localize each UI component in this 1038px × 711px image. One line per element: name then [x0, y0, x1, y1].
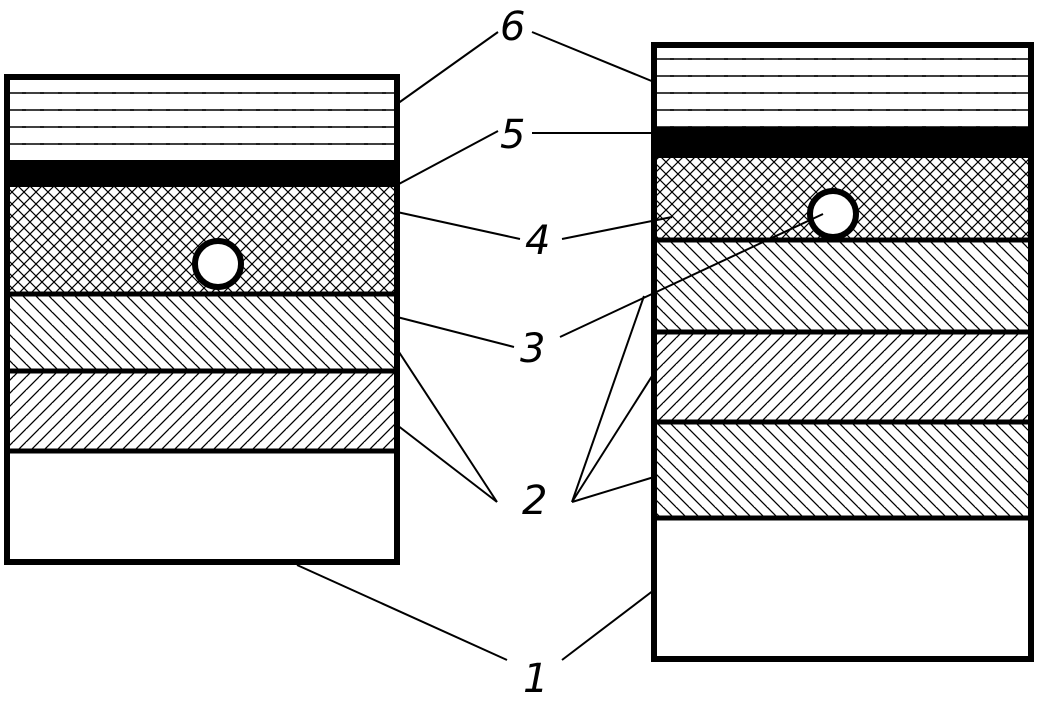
right-stack — [651, 42, 1034, 662]
leader-2-left-b — [396, 424, 498, 503]
leader-1-left — [296, 564, 508, 661]
leader-4-left — [396, 211, 521, 240]
left-frame — [4, 74, 400, 565]
right-layer-2a-hatch — [654, 332, 1031, 422]
label-2: 2 — [522, 478, 547, 524]
leader-3-left — [396, 316, 515, 348]
label-1: 1 — [523, 656, 548, 702]
left-layer-2-hatch — [7, 371, 397, 451]
callout-labels: 6 5 4 3 2 1 — [500, 4, 550, 702]
right-circle-element — [807, 188, 859, 240]
leader-lines — [296, 31, 824, 661]
leader-1-right — [561, 589, 655, 661]
left-layer-1-substrate — [7, 451, 397, 562]
left-layer-6-dashed-offset — [7, 85, 397, 160]
leader-2-right-a — [571, 295, 645, 503]
right-layer-1-substrate — [654, 518, 1031, 659]
right-layer-5-black — [654, 127, 1031, 158]
label-5: 5 — [500, 112, 525, 158]
left-stack — [4, 74, 400, 565]
leader-6-right — [531, 31, 655, 83]
leader-6-left — [396, 31, 499, 105]
leader-5-left — [396, 130, 499, 186]
left-layer-3-hatch — [7, 294, 397, 371]
left-circle-element — [192, 238, 244, 290]
leader-2-left-a — [396, 348, 498, 503]
leader-4-right — [561, 216, 673, 240]
right-layer-3-hatch — [654, 240, 1031, 332]
left-layer-5-black — [7, 160, 397, 187]
right-layer-2b-hatch — [654, 422, 1031, 518]
leader-3-right — [559, 213, 824, 338]
leader-2-right-c — [571, 476, 655, 503]
right-frame — [651, 42, 1034, 662]
label-3: 3 — [520, 326, 545, 372]
label-4: 4 — [525, 218, 550, 264]
right-layer-6-dashed-offset — [654, 53, 1031, 127]
leader-2-right-b — [571, 372, 655, 503]
label-6: 6 — [500, 4, 525, 50]
